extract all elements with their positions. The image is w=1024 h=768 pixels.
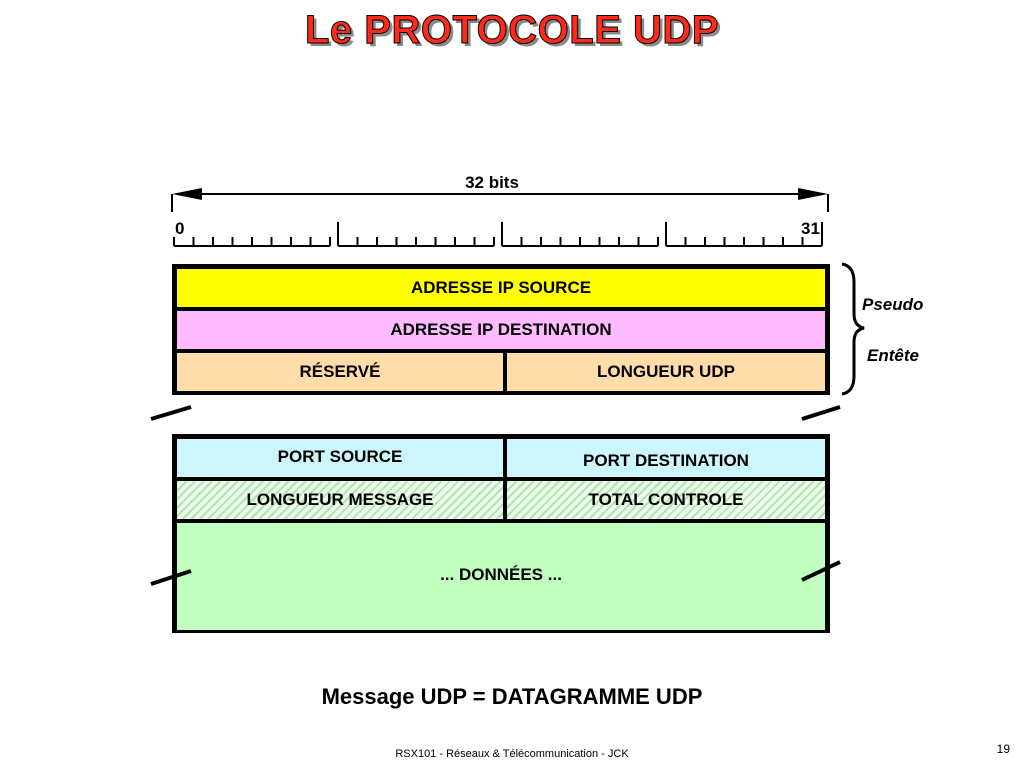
field-msg-length: LONGUEUR MESSAGE — [177, 481, 503, 519]
brace-icon — [841, 262, 865, 396]
field-udp-length: LONGUEUR UDP — [507, 353, 825, 391]
bit-ruler — [171, 188, 829, 247]
width-arrow — [171, 188, 829, 212]
field-reserved: RÉSERVÉ — [177, 353, 503, 391]
pseudo-header-box: ADRESSE IP SOURCE ADRESSE IP DESTINATION… — [172, 264, 830, 395]
bit-start-label: 0 — [175, 219, 185, 238]
page-number: 19 — [996, 742, 1010, 756]
field-dst-ip: ADRESSE IP DESTINATION — [177, 311, 825, 349]
field-src-port: PORT SOURCE — [177, 439, 503, 477]
arrow-right-icon — [798, 188, 828, 200]
pseudo-label-line1: Pseudo — [862, 295, 924, 314]
arrow-left-icon — [172, 188, 202, 200]
field-data: ... DONNÉES ... — [177, 523, 825, 630]
udp-header-box: PORT SOURCE PORT DESTINATION LONGUEUR ME… — [172, 434, 830, 633]
field-dst-port: PORT DESTINATION — [507, 439, 825, 477]
bit-end-label: 31 — [801, 219, 820, 238]
bit-ticks — [173, 222, 823, 247]
pseudo-label-line2: Entête — [867, 346, 919, 365]
slide-title: Le PROTOCOLE UDP — [305, 8, 719, 53]
diagram-caption: Message UDP = DATAGRAMME UDP — [321, 684, 703, 709]
field-src-ip: ADRESSE IP SOURCE — [177, 269, 825, 307]
field-checksum: TOTAL CONTROLE — [507, 481, 825, 519]
slide-footer: RSX101 - Réseaux & Télécommunication - J… — [395, 748, 629, 760]
bits-width-label: 32 bits — [465, 173, 519, 192]
